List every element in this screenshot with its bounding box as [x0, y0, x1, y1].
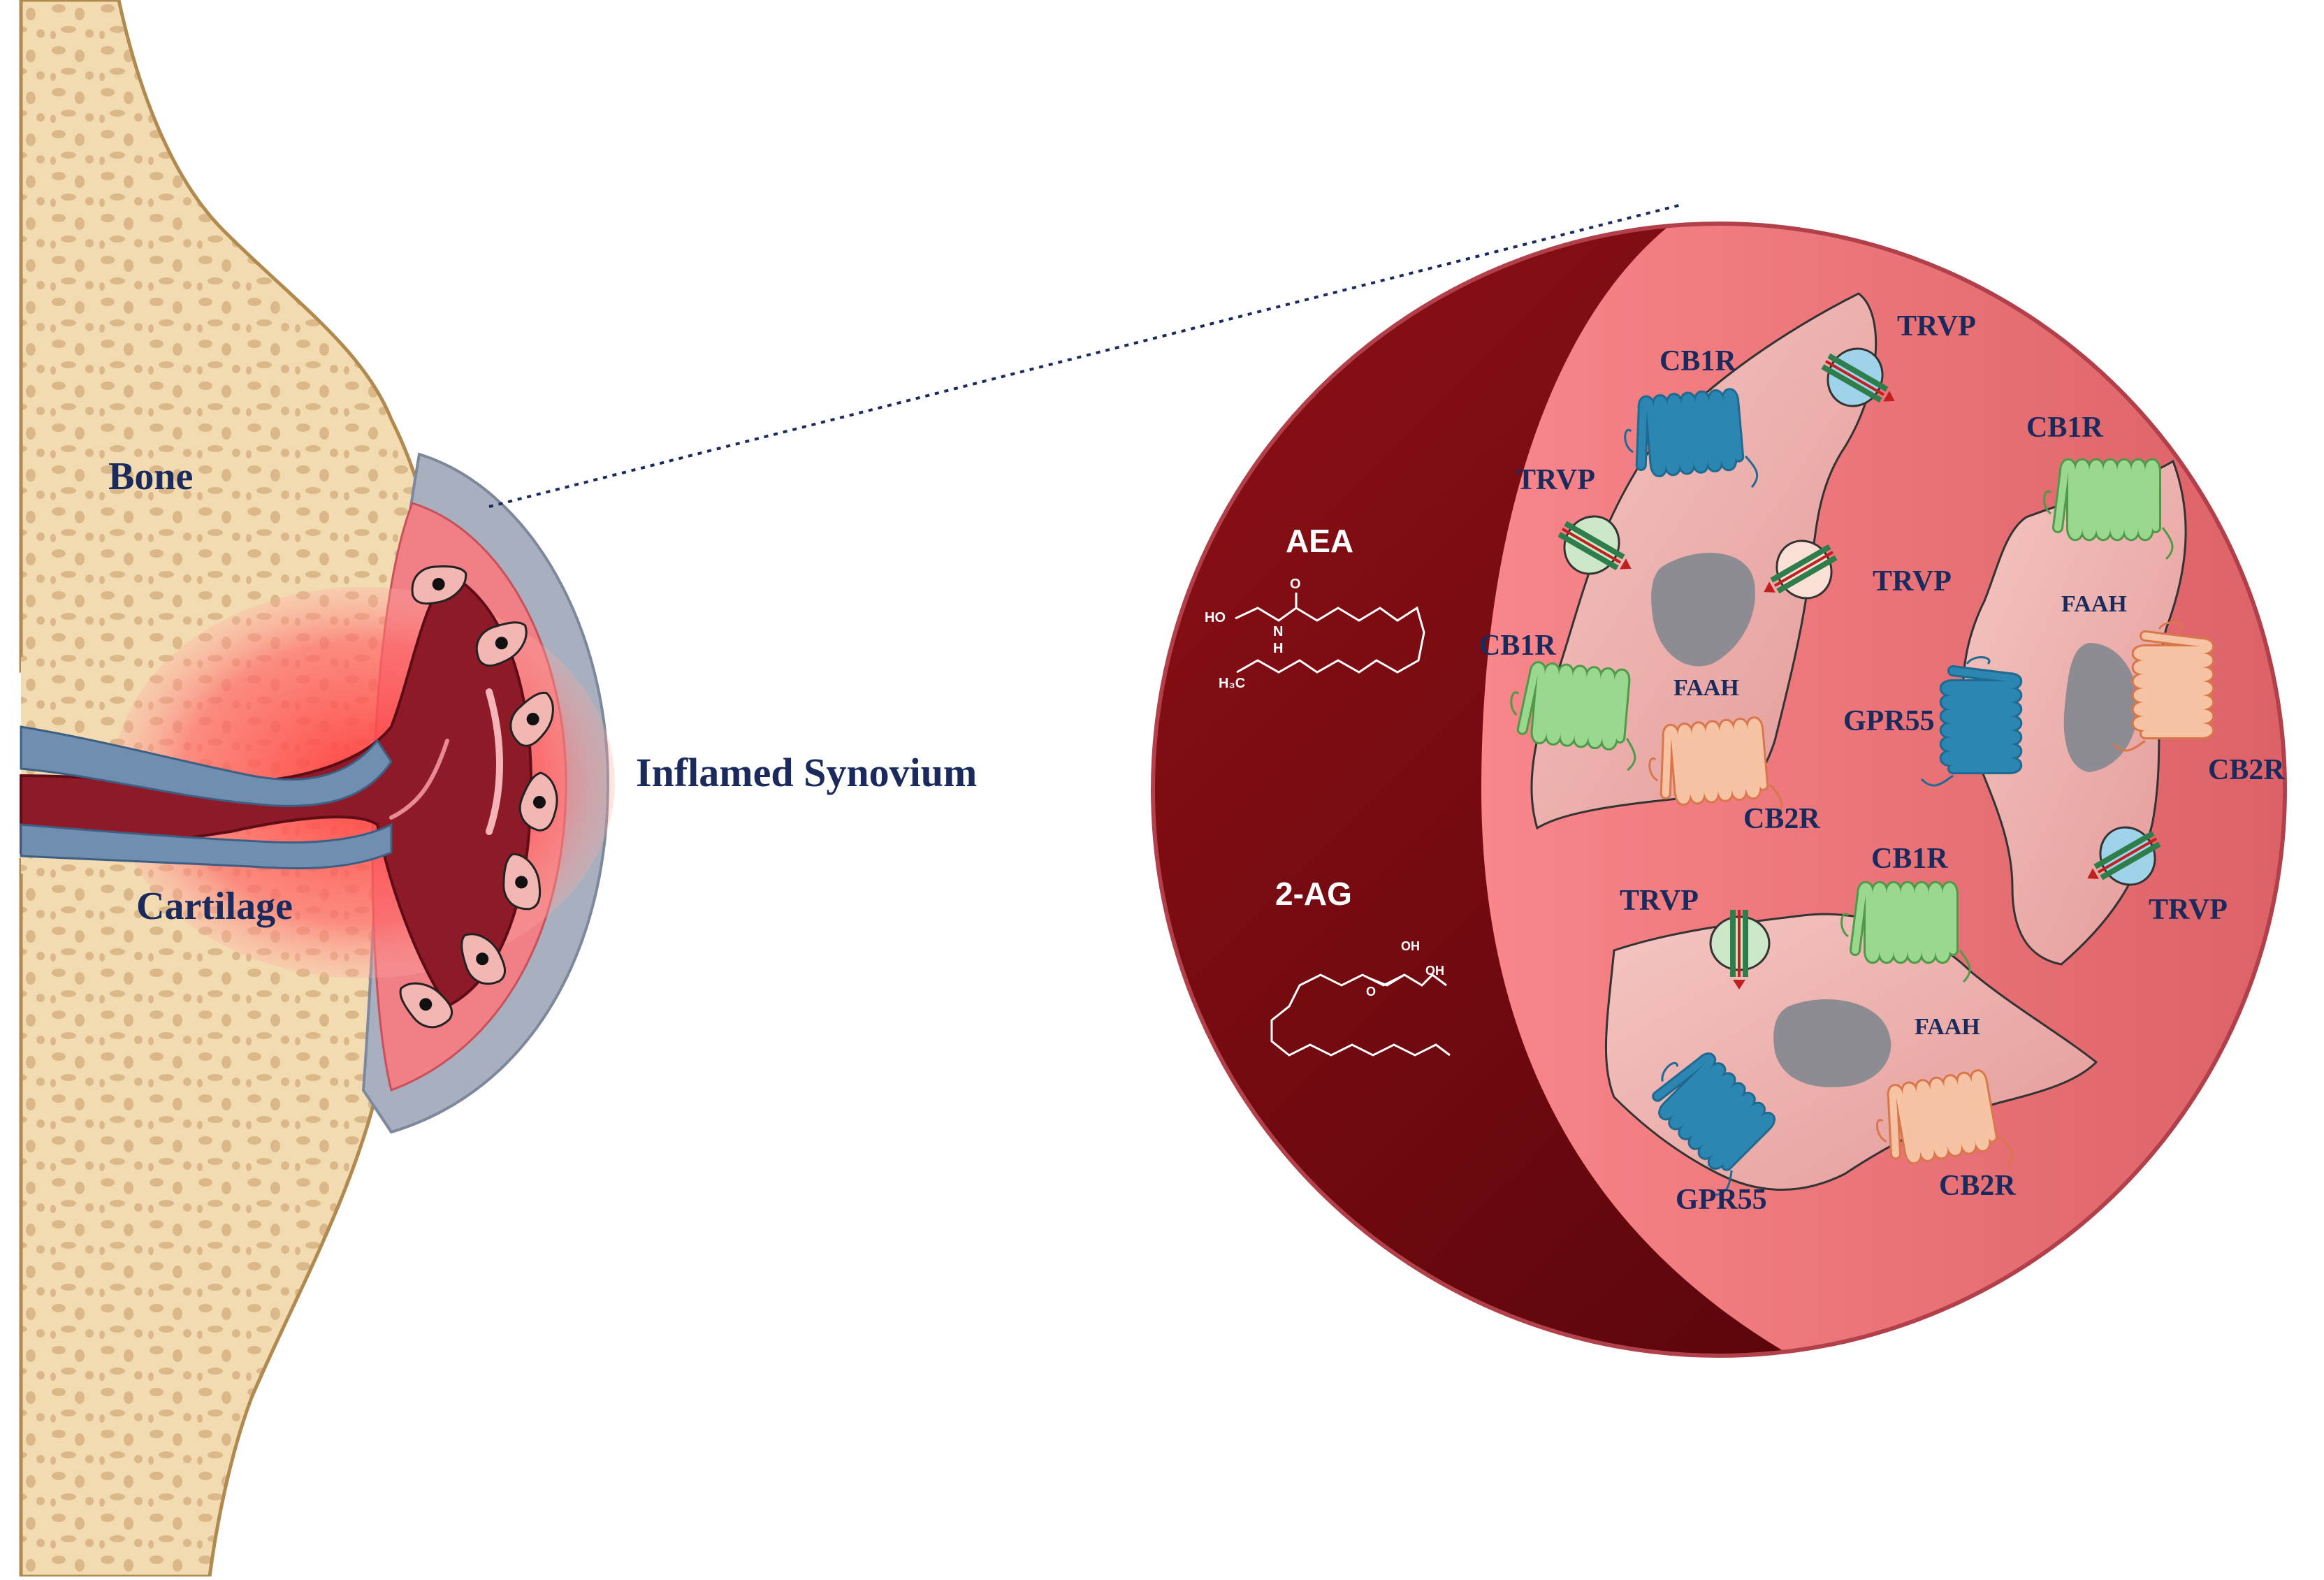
joint-illustration	[19, 0, 615, 1579]
cb2r-receptor-bottom	[1876, 1069, 2014, 1167]
label-bone: Bone	[108, 455, 193, 498]
synovial-cell	[460, 933, 506, 985]
receptor-labels: TRVP CB1R TRVP TRVP CB1R CB2R CB1R GPR55…	[1479, 310, 2285, 1216]
label-cell-right-cb1r: CB1R	[2026, 412, 2103, 444]
label-inflamed-synovium: Inflamed Synovium	[636, 750, 977, 795]
aea-atom-n: N	[1273, 624, 1283, 639]
label-cell-bottom-trvp: TRVP	[1620, 885, 1699, 917]
trvp-channel-right	[2087, 826, 2161, 886]
cell-right-nucleus	[2063, 643, 2138, 772]
cell-right-enzyme: FAAH	[2061, 591, 2127, 617]
label-cell-top-cb2r: CB2R	[1743, 803, 1820, 835]
cartilage-upper	[20, 725, 393, 807]
cell-bottom-nucleus	[1773, 999, 1891, 1087]
cavity-highlight-2	[389, 739, 449, 820]
label-cell-right-trvp: TRVP	[2149, 894, 2228, 926]
cartilage-lower	[20, 822, 393, 870]
two-ag-name: 2-AG	[1275, 876, 1352, 912]
trvp-channel-top-2	[1557, 515, 1632, 575]
label-cell-right-cb2r: CB2R	[2208, 754, 2285, 786]
trvp-channel-top-1	[1821, 347, 1895, 407]
label-cartilage: Cartilage	[136, 885, 293, 928]
label-cell-top-cb1r-2: CB1R	[1479, 630, 1556, 662]
label-cell-bottom-gpr55: GPR55	[1676, 1184, 1767, 1216]
label-cell-top-trvp-3: TRVP	[1873, 565, 1952, 597]
synovial-cells	[399, 565, 558, 1029]
synovial-cell	[411, 565, 467, 605]
label-cell-bottom-cb2r: CB2R	[1939, 1170, 2016, 1202]
two-ag-atom-oh1: OH	[1401, 939, 1420, 953]
cb1r-receptor-bottom	[1840, 880, 1971, 983]
cell-top-nucleus	[1651, 553, 1755, 667]
label-cell-right-gpr55: GPR55	[1843, 705, 1935, 737]
gpr55-receptor-right	[1920, 656, 2023, 787]
cb2r-receptor-right	[2112, 621, 2215, 752]
aea-name: AEA	[1286, 523, 1353, 559]
aea-structure	[1235, 606, 1425, 674]
gpr55-receptor-bottom	[1652, 1052, 1775, 1196]
synovial-cell	[518, 771, 558, 832]
zoom-circle-rim	[1151, 222, 2287, 1358]
cell-top-enzyme: FAAH	[1673, 675, 1739, 701]
trvp-channel-bottom	[1709, 910, 1771, 990]
two-ag-atom-o: O	[1366, 985, 1376, 999]
label-cell-top-cb1r-1: CB1R	[1660, 345, 1736, 377]
synovial-cell	[509, 691, 554, 747]
cavity-highlight	[486, 688, 503, 835]
aea-atom-h: H	[1273, 641, 1283, 656]
synovial-cell	[399, 982, 453, 1029]
aea-atom-ho: HO	[1205, 610, 1226, 625]
ligand-aea: AEA HO O N H H₃C	[1205, 523, 1425, 691]
cb1r-receptor-right	[2043, 458, 2174, 560]
label-cell-bottom-cb1r: CB1R	[1871, 843, 1948, 875]
aea-atom-h3c: H₃C	[1219, 676, 1245, 691]
synovial-cell	[502, 853, 542, 911]
cb2r-receptor-top	[1648, 716, 1783, 817]
label-cell-top-trvp-1: TRVP	[1897, 310, 1976, 342]
aea-atom-o: O	[1290, 577, 1301, 592]
two-ag-structure	[1270, 973, 1451, 1057]
receptors-layer	[1510, 347, 2215, 1196]
zoom-circle: AEA HO O N H H₃C 2-AG O OH OH FAAH	[1151, 222, 2287, 1358]
upper-bone	[19, 0, 428, 673]
synovial-cell	[475, 621, 528, 667]
trvp-channel-top-3	[1764, 539, 1838, 600]
ligand-2ag: 2-AG O OH OH	[1270, 876, 1451, 1057]
cell-bottom-enzyme: FAAH	[1915, 1014, 1980, 1040]
two-ag-atom-oh2: OH	[1425, 964, 1444, 978]
two-ag-glycerol	[1369, 973, 1447, 987]
label-cell-top-trvp-2: TRVP	[1516, 464, 1595, 496]
cb1r-receptor-top-1	[1624, 388, 1759, 488]
cb1r-receptor-top-2	[1510, 661, 1636, 771]
